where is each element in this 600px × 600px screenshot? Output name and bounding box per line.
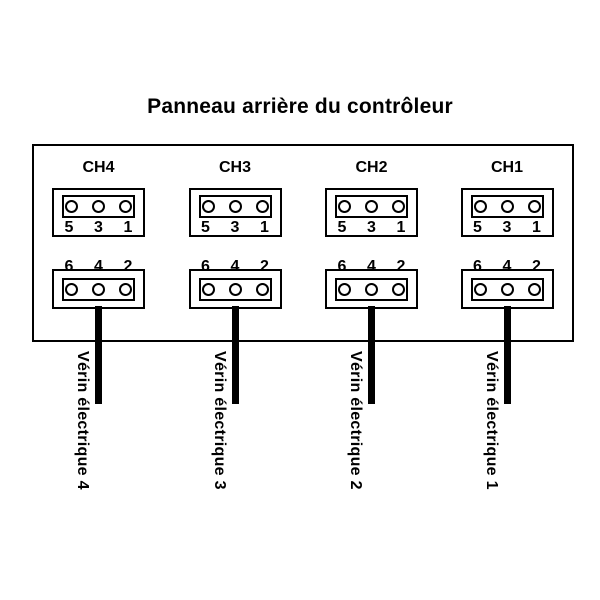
pin-hole-icon: [500, 200, 514, 213]
pin-hole-icon: [92, 283, 105, 296]
pin-number: 4: [502, 258, 512, 275]
channel-ch2: CH2 5 3 1 6 4 2: [322, 146, 422, 490]
pin-number: 5: [201, 219, 210, 236]
pin-hole-icon: [201, 283, 215, 296]
pin-hole-icon: [255, 283, 269, 296]
connector-odd-pins: 5 3 1: [325, 188, 418, 237]
pin-strip: [198, 195, 272, 218]
pin-number: 3: [230, 219, 240, 236]
channel-ch3: CH3 5 3 1 6 4 2: [185, 146, 285, 490]
connector-even-pins: 6 4 2: [460, 259, 554, 309]
controller-rear-panel: CH4 5 3 1 6 4 2: [32, 144, 574, 490]
pin-numbers: 5 3 1: [62, 219, 135, 236]
pin-hole-icon: [92, 200, 105, 213]
pin-strip: [335, 278, 408, 301]
pin-number: 6: [337, 258, 347, 275]
channel-label: CH2: [355, 159, 388, 176]
pin-number: 2: [532, 258, 541, 275]
pin-hole-icon: [119, 200, 132, 213]
pin-strip: [470, 195, 544, 218]
pin-numbers: 5 3 1: [335, 219, 408, 236]
pin-number: 1: [532, 219, 541, 236]
connector-even-pins: 6 4 2: [52, 259, 145, 309]
pin-number: 6: [473, 258, 482, 275]
pin-hole-icon: [527, 283, 541, 296]
pin-number: 1: [260, 219, 269, 236]
pin-hole-icon: [228, 283, 242, 296]
pin-number: 5: [473, 219, 482, 236]
pin-hole-icon: [365, 200, 378, 213]
cable-label: Vérin électrique 3: [210, 351, 228, 490]
cable-label: Vérin électrique 4: [74, 351, 91, 490]
connector-odd-pins: 5 3 1: [52, 188, 145, 237]
pin-numbers: 6 4 2: [335, 258, 408, 275]
cable-line: [231, 306, 239, 404]
pin-number: 2: [396, 258, 406, 275]
pin-strip: [335, 195, 408, 218]
channel-label: CH3: [218, 159, 251, 176]
pin-number: 3: [94, 219, 103, 236]
pin-hole-icon: [255, 200, 269, 213]
pin-hole-icon: [365, 283, 378, 296]
channel-ch1: CH1 5 3 1 6 4 2: [457, 146, 557, 490]
pin-hole-icon: [473, 200, 487, 213]
cable-line: [95, 306, 102, 404]
cable-line: [368, 306, 375, 404]
pin-hole-icon: [119, 283, 132, 296]
pin-strip: [62, 195, 135, 218]
pin-number: 6: [201, 258, 210, 275]
pin-number: 4: [94, 258, 103, 275]
pin-number: 3: [367, 219, 376, 236]
pin-hole-icon: [201, 200, 215, 213]
pin-hole-icon: [473, 283, 487, 296]
pin-hole-icon: [65, 200, 78, 213]
channel-label: CH4: [82, 159, 115, 176]
pin-numbers: 5 3 1: [199, 219, 272, 236]
pin-numbers: 6 4 2: [62, 258, 135, 275]
cable-line: [503, 306, 511, 404]
pin-hole-icon: [392, 283, 405, 296]
pin-number: 6: [64, 258, 74, 275]
pin-strip: [470, 278, 544, 301]
connector-odd-pins: 5 3 1: [188, 188, 282, 237]
pin-number: 5: [337, 219, 347, 236]
pin-hole-icon: [65, 283, 78, 296]
pin-numbers: 5 3 1: [471, 219, 544, 236]
pin-hole-icon: [392, 200, 405, 213]
pin-hole-icon: [338, 283, 351, 296]
channel-ch4: CH4 5 3 1 6 4 2: [49, 146, 149, 490]
pin-numbers: 6 4 2: [471, 258, 544, 275]
pin-hole-icon: [527, 200, 541, 213]
pin-hole-icon: [338, 200, 351, 213]
connector-even-pins: 6 4 2: [188, 259, 282, 309]
pin-hole-icon: [228, 200, 242, 213]
pin-hole-icon: [500, 283, 514, 296]
pin-number: 5: [64, 219, 74, 236]
pin-number: 1: [396, 219, 406, 236]
channel-label: CH1: [490, 159, 523, 176]
pin-number: 2: [123, 258, 133, 275]
pin-numbers: 6 4 2: [199, 258, 272, 275]
pin-number: 1: [123, 219, 133, 236]
pin-number: 4: [230, 258, 240, 275]
pin-strip: [62, 278, 135, 301]
pin-number: 2: [260, 258, 269, 275]
diagram-title: Panneau arrière du contrôleur: [147, 95, 453, 118]
connector-odd-pins: 5 3 1: [460, 188, 554, 237]
cable-label: Vérin électrique 1: [482, 351, 500, 490]
connector-even-pins: 6 4 2: [325, 259, 418, 309]
pin-strip: [198, 278, 272, 301]
pin-number: 4: [367, 258, 376, 275]
cable-label: Vérin électrique 2: [347, 351, 364, 490]
pin-number: 3: [502, 219, 512, 236]
